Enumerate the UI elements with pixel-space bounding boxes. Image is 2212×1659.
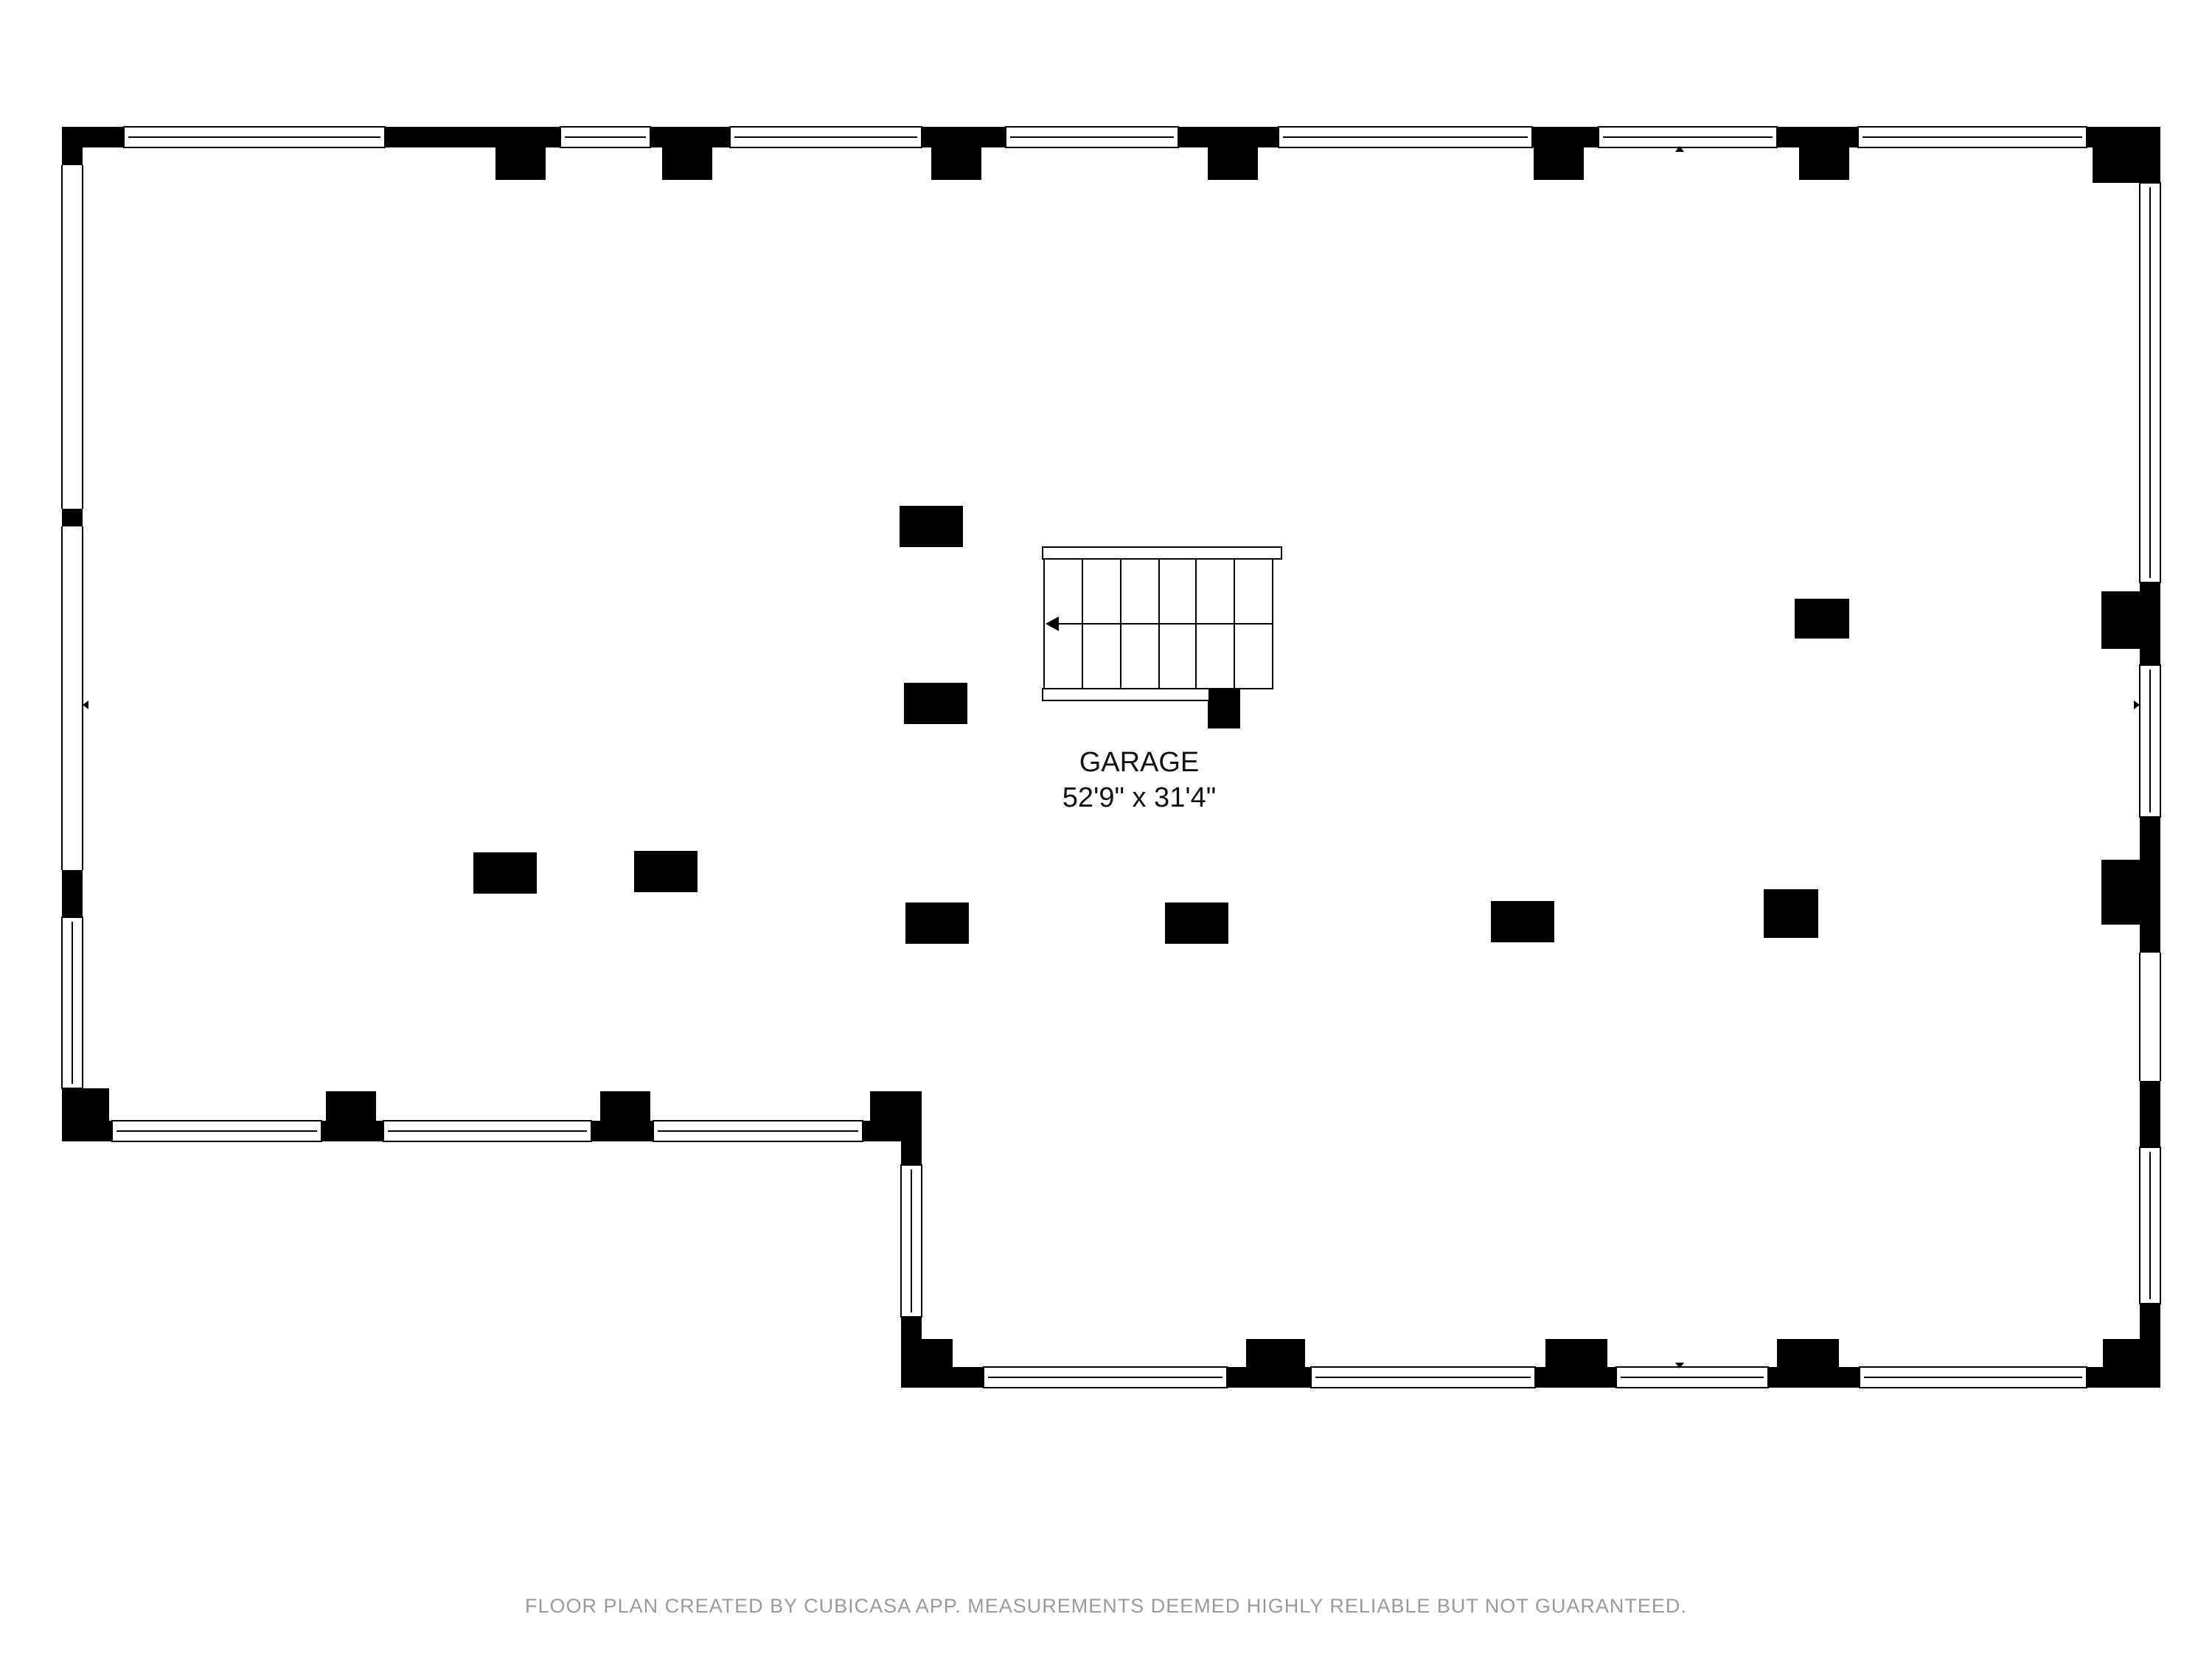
lower-left-wall <box>62 1091 922 1165</box>
bottom-door-marker-icon <box>1675 1363 1684 1368</box>
column <box>1795 599 1849 639</box>
column <box>1491 901 1554 942</box>
top-windows <box>123 126 2087 148</box>
room-label: GARAGE 52'9" x 31'4" <box>992 745 1287 815</box>
inner-step-wall <box>900 1164 953 1388</box>
column <box>904 683 967 724</box>
top-door-marker-icon <box>1675 146 1684 152</box>
right-windows <box>2139 182 2161 1304</box>
bottom-windows <box>983 1366 2087 1388</box>
column <box>905 902 969 944</box>
interior-columns <box>473 506 1849 944</box>
disclaimer-footer: FLOOR PLAN CREATED BY CUBICASA APP. MEAS… <box>525 1595 1687 1617</box>
column <box>1165 902 1228 944</box>
staircase <box>1042 546 1282 701</box>
right-wall <box>2101 127 2160 1388</box>
arrow-left-icon <box>1046 616 1059 631</box>
room-dimensions: 52'9" x 31'4" <box>1062 782 1217 813</box>
left-openings <box>61 165 83 1089</box>
right-door-marker-icon <box>2134 700 2140 709</box>
room-name: GARAGE <box>1079 747 1200 778</box>
column <box>900 506 963 547</box>
column <box>1208 687 1240 728</box>
lower-left-windows <box>111 1120 863 1142</box>
column <box>1764 889 1818 938</box>
left-door-marker-icon <box>83 700 88 709</box>
column <box>473 852 537 894</box>
column <box>634 851 698 892</box>
